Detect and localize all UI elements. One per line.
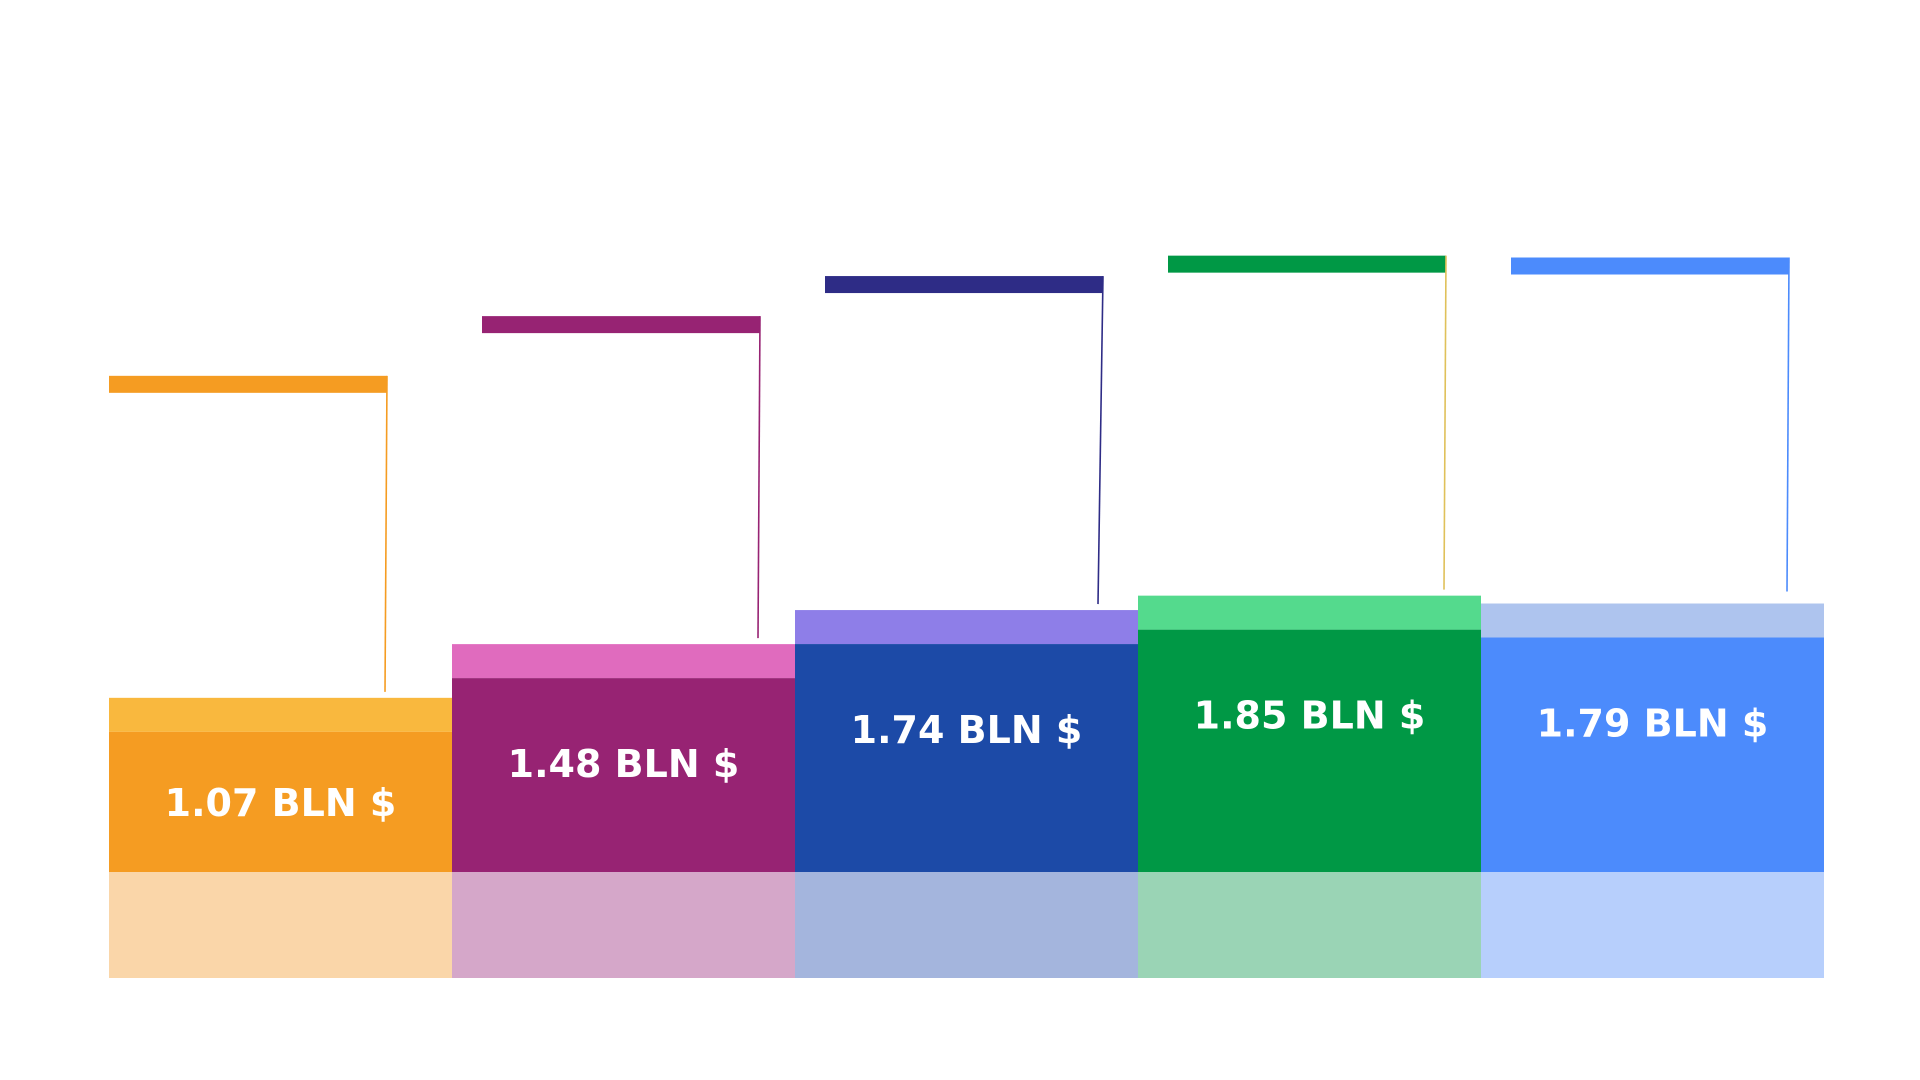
bar-value-label: 1.48 BLN $ (508, 742, 740, 786)
bar-value-label: 1.07 BLN $ (165, 781, 397, 825)
leader-marker (1511, 257, 1789, 275)
bar (795, 644, 1138, 872)
bar-cap (1138, 595, 1481, 630)
leader-marker (825, 276, 1103, 294)
bar (452, 678, 795, 872)
bar-cap (795, 610, 1138, 645)
leader-line (384, 375, 388, 692)
bar-cap (109, 697, 452, 732)
leader-marker (482, 316, 760, 334)
leader-marker (1168, 255, 1446, 273)
bar-value-label: 1.85 BLN $ (1194, 694, 1426, 738)
bar-base-band (452, 872, 795, 978)
bar-base-band (109, 872, 452, 978)
leader-line (757, 316, 761, 639)
bars-layer (109, 595, 1824, 978)
bar-value-label: 1.74 BLN $ (851, 708, 1083, 752)
leaders-layer (109, 255, 1790, 692)
bar-cap (1481, 603, 1824, 638)
bar (1138, 629, 1481, 872)
labels-layer: 1.07 BLN $ 1.48 BLN $ 1.74 BLN $ 1.85 BLN $… (165, 694, 1769, 825)
bar (109, 731, 452, 872)
leader-line (1443, 255, 1447, 590)
bar-base-band (1138, 872, 1481, 978)
bar (1481, 637, 1824, 872)
leader-line (1786, 257, 1790, 592)
leader-marker (109, 375, 387, 393)
bar-base-band (795, 872, 1138, 978)
bar-cap (452, 644, 795, 679)
bar-base-band (1481, 872, 1824, 978)
bar-value-label: 1.79 BLN $ (1537, 702, 1769, 746)
leader-line (1097, 276, 1104, 605)
